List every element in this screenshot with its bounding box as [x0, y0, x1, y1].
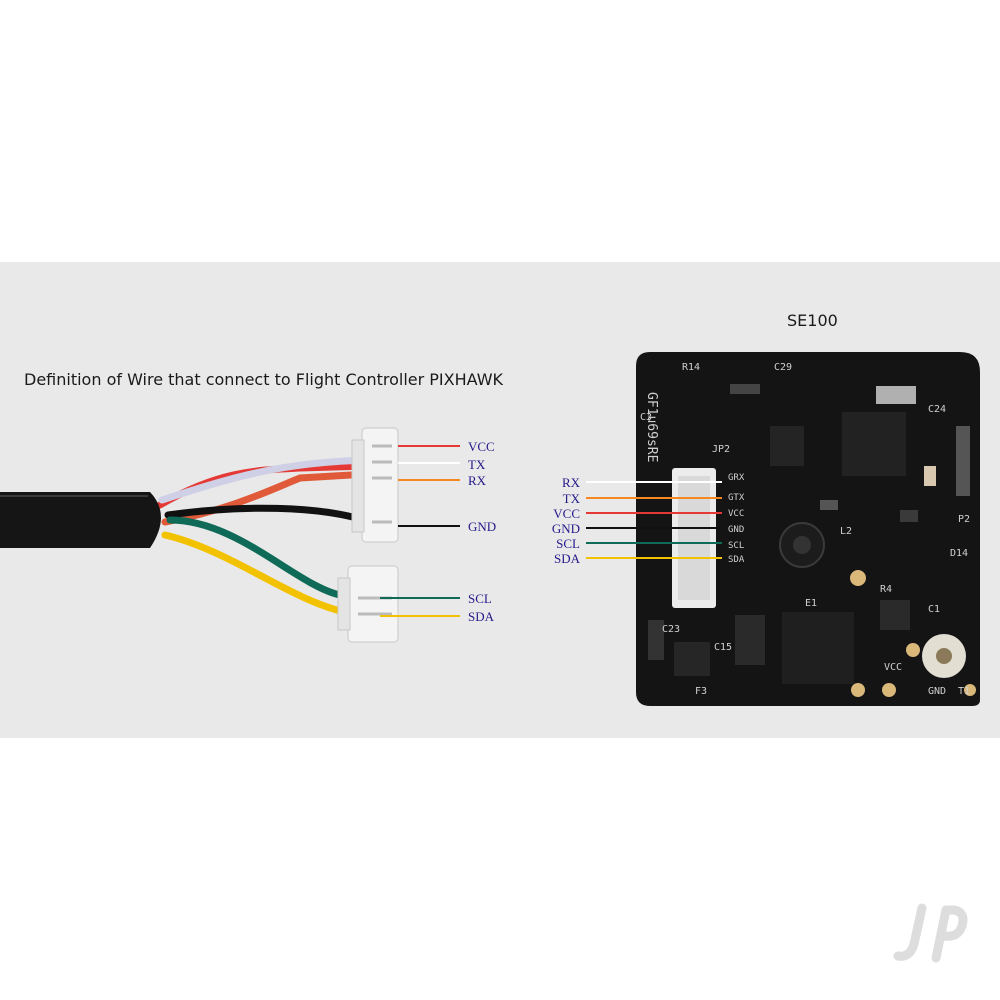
svg-text:GTX: GTX [728, 493, 745, 503]
svg-text:C24: C24 [928, 404, 946, 415]
wire-orange [161, 470, 372, 526]
board-leaders [586, 481, 722, 559]
svg-text:R4: R4 [880, 584, 892, 595]
se100-board: C29 R14 C24 P2 E1 D14 C23 F3 C1 R4 C3 L2… [636, 352, 980, 706]
cable-label-rx: RX [468, 473, 487, 488]
board-label-tx: TX [562, 491, 580, 506]
board-label-scl: SCL [556, 536, 580, 551]
svg-text:VCC: VCC [728, 509, 744, 519]
main-chip [842, 412, 906, 476]
board-label-vcc: VCC [553, 506, 580, 521]
svg-text:SDA: SDA [728, 555, 745, 565]
cable-label-scl: SCL [468, 591, 492, 606]
svg-text:GF1u69sRE: GF1u69sRE [644, 392, 659, 462]
svg-text:L2: L2 [840, 526, 852, 537]
svg-text:P2: P2 [958, 514, 970, 525]
svg-text:E1: E1 [805, 598, 817, 609]
diagram-title: Definition of Wire that connect to Fligh… [24, 370, 504, 389]
svg-text:GND: GND [728, 525, 744, 535]
chip-small [674, 642, 710, 676]
board-label-rx: RX [561, 475, 580, 490]
chip-e1 [782, 612, 854, 684]
cable-connector-lower [337, 565, 399, 643]
svg-text:SCL: SCL [728, 541, 744, 551]
board-label-gnd: GND [551, 521, 580, 536]
module-name: SE100 [787, 311, 838, 330]
wire-yellow [161, 531, 349, 616]
cable-wires [156, 456, 374, 616]
wire-green [166, 516, 349, 600]
cable-leaders [380, 445, 460, 617]
board-label-sda: SDA [553, 551, 580, 566]
svg-text:F3: F3 [695, 686, 707, 697]
svg-text:C23: C23 [662, 624, 680, 635]
cable-connector-upper [351, 427, 399, 543]
cable-label-vcc: VCC [468, 439, 495, 454]
wire-black [164, 504, 374, 526]
svg-text:VCC: VCC [884, 662, 902, 673]
svg-text:JP2: JP2 [712, 444, 730, 455]
wire-white [158, 456, 374, 504]
cable-sheath [0, 492, 161, 548]
svg-text:GRX: GRX [728, 473, 745, 483]
svg-text:C3: C3 [640, 412, 652, 423]
cable-label-sda: SDA [468, 609, 495, 624]
jp-logo-watermark [893, 903, 968, 963]
cable-label-gnd: GND [468, 519, 497, 534]
svg-text:C15: C15 [714, 642, 732, 653]
svg-text:GND: GND [928, 686, 946, 697]
svg-text:C29: C29 [774, 362, 792, 373]
svg-text:T1: T1 [958, 686, 970, 697]
svg-text:D14: D14 [950, 548, 968, 559]
svg-text:R14: R14 [682, 362, 700, 373]
svg-text:C1: C1 [928, 604, 940, 615]
cable-label-tx: TX [468, 457, 486, 472]
